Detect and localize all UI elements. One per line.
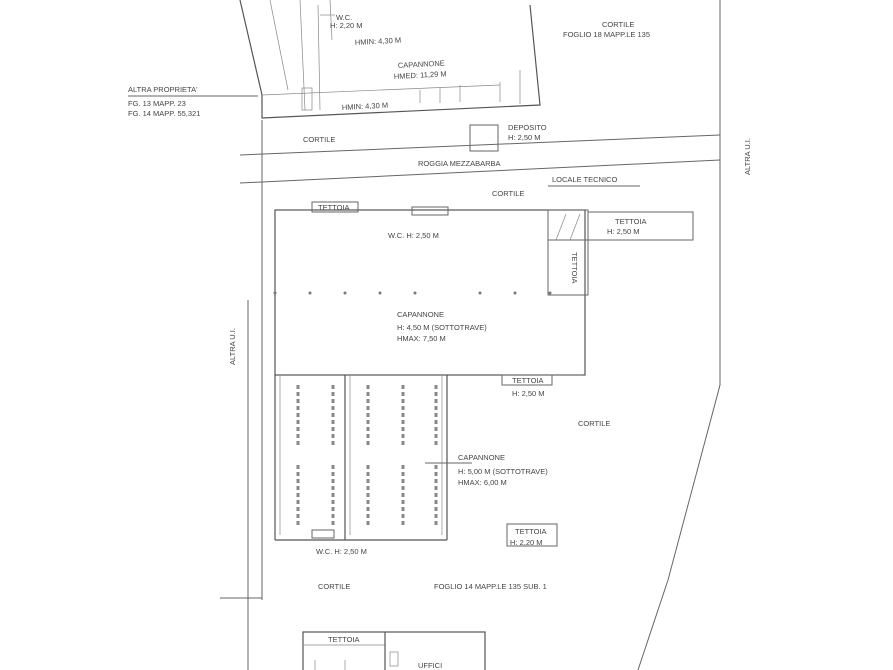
capannone-2-label: CAPANNONE (397, 310, 444, 319)
capannone-3-height: H: 5,00 M (SOTTOTRAVE) (458, 467, 548, 476)
top-foglio-label: FOGLIO 18 MAPP.LE 135 (563, 30, 650, 39)
main-building (274, 201, 694, 541)
tettoia-3-height: H: 2,50 M (512, 389, 545, 398)
cortile-b-label: CORTILE (492, 189, 524, 198)
tettoia-2-height: H: 2,50 M (607, 227, 640, 236)
uffici-label: UFFICI (418, 661, 442, 670)
roggia-line-bottom (239, 159, 721, 184)
top-hmin2-label: HMIN: 4,30 M (342, 101, 389, 112)
tettoia-3-label: TETTOIA (512, 376, 544, 385)
top-hmed-label: HMED: 11,29 M (394, 69, 447, 81)
top-wc-height: H: 2,20 M (330, 21, 363, 30)
capannone-2-height: H: 4,50 M (SOTTOTRAVE) (397, 323, 487, 332)
cortile-a-label: CORTILE (303, 135, 335, 144)
deposito-height: H: 2,50 M (508, 133, 541, 142)
cortile-c-label: CORTILE (578, 419, 610, 428)
deposito-label: DEPOSITO (508, 123, 547, 132)
tettoia-4-height: H: 2,20 M (510, 538, 543, 547)
roggia-line-top (239, 134, 721, 156)
bottom-building (302, 631, 486, 670)
tettoia-1-label: TETTOIA (318, 203, 350, 212)
roggia-label: ROGGIA MEZZABARBA (418, 159, 501, 168)
fg1-label: FG. 13 MAPP. 23 (128, 99, 186, 108)
column-dots (273, 291, 552, 295)
tettoia-4-box (506, 523, 558, 547)
capannone-3-label: CAPANNONE (458, 453, 505, 462)
wc-2-label: W.C. H: 2,50 M (316, 547, 367, 556)
tettoia-5-label: TETTOIA (328, 635, 360, 644)
tettoia-2-label: TETTOIA (615, 217, 647, 226)
capannone-3-hmax: HMAX: 6,00 M (458, 478, 507, 487)
right-boundary (637, 0, 721, 670)
capannone-2-hmax: HMAX: 7,50 M (397, 334, 446, 343)
cortile-d-label: CORTILE (318, 582, 350, 591)
top-wc-label: W.C. (336, 13, 352, 22)
top-cortile-label: CORTILE (602, 20, 634, 29)
deposito-box (469, 124, 499, 152)
top-hmin-label: HMIN: 4,30 M (355, 36, 402, 47)
fg2-label: FG. 14 MAPP. 55,321 (128, 109, 200, 118)
altra-ud-label: ALTRA U.I. (228, 328, 237, 365)
altra-ud-right: ALTRA U.I. (743, 138, 752, 175)
locale-tecnico-label: LOCALE TECNICO (552, 175, 617, 184)
top-building (239, 0, 541, 119)
racking-dashes (296, 385, 438, 525)
tettoia-side-label: TETTOIA (570, 252, 579, 284)
foglio-bottom-label: FOGLIO 14 MAPP.LE 135 SUB. 1 (434, 582, 547, 591)
tettoia-4-label: TETTOIA (515, 527, 547, 536)
altra-proprieta-label: ALTRA PROPRIETA' (128, 85, 198, 94)
wc-1-label: W.C. H: 2,50 M (388, 231, 439, 240)
top-capannone-label: CAPANNONE (398, 59, 445, 70)
